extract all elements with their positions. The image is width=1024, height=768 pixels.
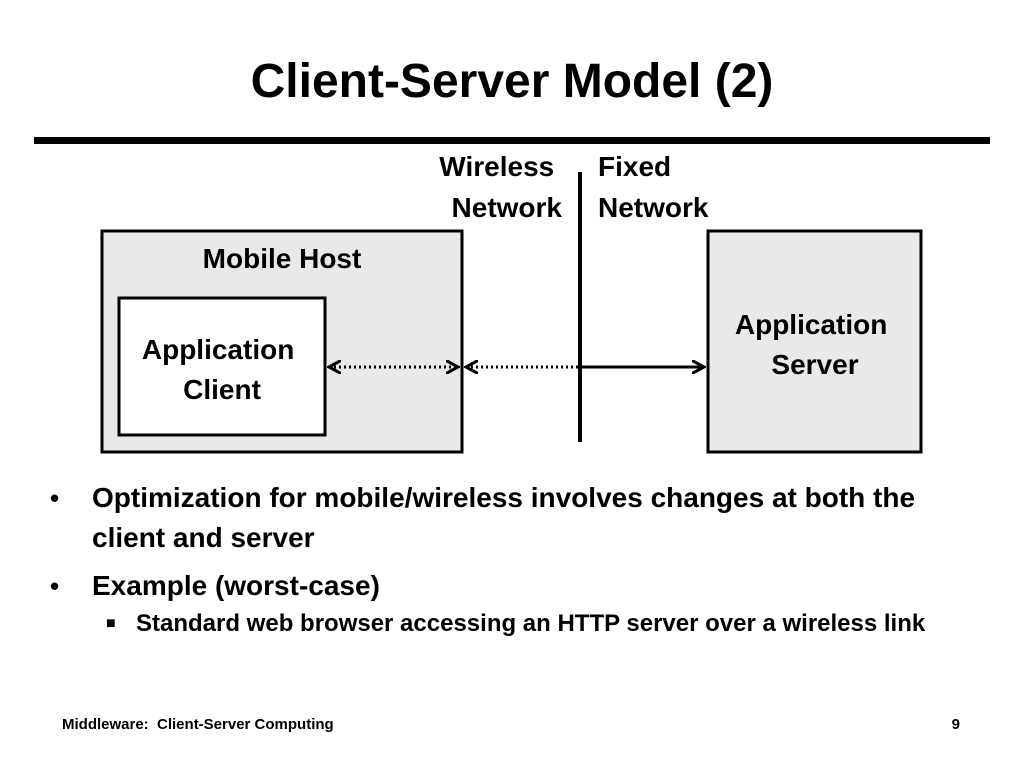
bullet-text: Optimization for mobile/wireless involve…	[92, 482, 916, 553]
sub-bullet-list: ■ Standard web browser accessing an HTTP…	[92, 608, 970, 640]
application-server-label: Application Server	[735, 309, 895, 380]
bullet-item: • Example (worst-case) ■ Standard web br…	[50, 566, 970, 640]
bullet-icon: •	[50, 483, 60, 513]
bullet-text: Example (worst-case)	[92, 570, 380, 601]
bullet-item: • Optimization for mobile/wireless invol…	[50, 478, 970, 558]
application-client-box	[117, 296, 327, 437]
mobile-host-label: Mobile Host	[203, 243, 362, 274]
title-divider	[34, 137, 990, 144]
square-bullet-icon: ■	[106, 615, 116, 632]
wireless-network-label: Wireless Network	[439, 151, 562, 223]
bullet-icon: •	[50, 571, 60, 601]
application-server-box	[706, 229, 923, 454]
sub-bullet-item: ■ Standard web browser accessing an HTTP…	[92, 608, 970, 640]
fixed-network-label: Fixed Network	[598, 151, 709, 223]
application-client-label: Application Client	[142, 334, 302, 405]
footer-course-title: Middleware: Client-Server Computing	[62, 716, 334, 733]
slide-title: Client-Server Model (2)	[250, 55, 774, 108]
bullet-list: • Optimization for mobile/wireless invol…	[50, 478, 970, 648]
page-number: 9	[951, 716, 960, 733]
sub-bullet-text: Standard web browser accessing an HTTP s…	[136, 610, 926, 637]
